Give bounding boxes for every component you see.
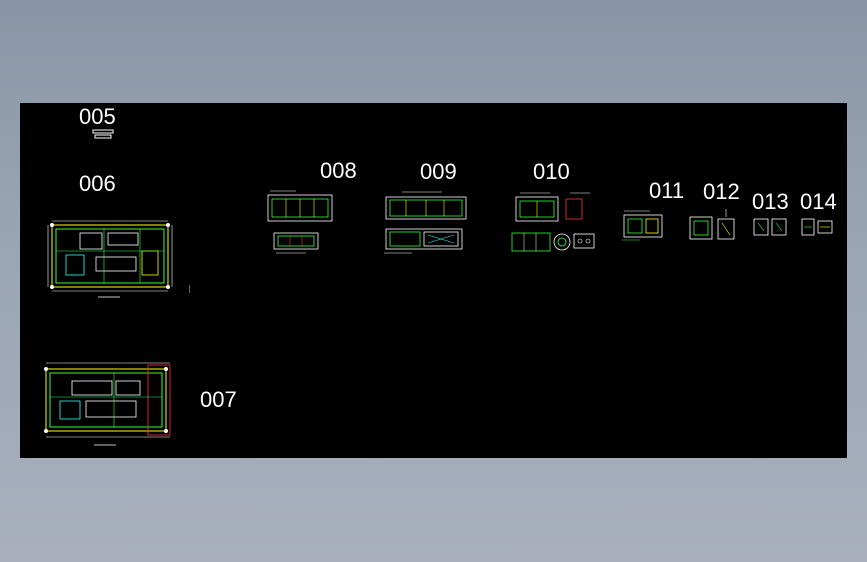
sheet-label-006: 006 [79,171,116,196]
drawing-012-detail[interactable] [686,207,740,243]
drawing-009-elevations[interactable] [382,189,472,261]
sheet-label-011: 011 [649,178,685,203]
sheet-label-009: 009 [420,159,457,184]
drawing-013-detail[interactable] [750,213,790,241]
drawing-011-detail[interactable] [620,207,668,243]
sheet-label-013: 013 [752,189,789,214]
drawing-007-floor-plan[interactable] [36,357,186,452]
drawing-014-detail[interactable] [798,213,838,241]
drawing-006-floor-plan[interactable] [40,215,190,305]
sheet-label-014: 014 [800,189,837,214]
sheet-label-007: 007 [200,387,237,412]
sheet-label-005: 005 [79,104,116,129]
drawing-010-elevations[interactable] [510,189,606,261]
sheet-label-010: 010 [533,159,570,184]
sheet-label-008: 008 [320,158,357,183]
drawing-008-elevations[interactable] [266,189,338,261]
drawing-005[interactable] [92,129,114,139]
cad-model-space[interactable]: 005 006 007 008 009 010 011 012 013 014 [20,103,847,458]
sheet-label-012: 012 [703,179,740,204]
